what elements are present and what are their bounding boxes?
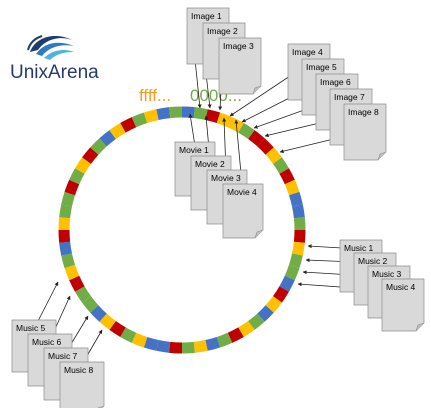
document-label: Music 6 <box>32 337 62 347</box>
ring-segment <box>238 320 255 337</box>
ring-segment <box>193 107 208 120</box>
ring-segment <box>205 336 221 351</box>
document-label: Image 5 <box>306 62 337 72</box>
document-movie-4: Movie 4 <box>222 183 264 239</box>
ring-segment <box>284 264 300 281</box>
document-label: Music 7 <box>48 351 78 361</box>
ring-segment <box>248 130 265 147</box>
ring-segment <box>59 204 72 219</box>
document-label: Music 4 <box>386 282 416 292</box>
document-label: Image 3 <box>223 41 254 51</box>
ring-segment <box>284 179 300 196</box>
ring-start-label: ffff... <box>139 86 171 105</box>
ring-segment <box>248 313 265 330</box>
ring-segment <box>131 332 148 348</box>
ring-segment <box>64 179 80 196</box>
ring-segment <box>82 147 99 164</box>
document-music-8: Music 8 <box>59 361 105 408</box>
ring-segment <box>59 241 72 256</box>
document-label: Music 1 <box>344 243 374 253</box>
ring-segment <box>181 106 195 119</box>
hash-ring <box>58 106 306 354</box>
ring-segment <box>58 229 71 243</box>
ring-segment <box>227 327 244 343</box>
ring-segment <box>156 340 171 353</box>
ring-segment <box>99 130 116 147</box>
ring-segment <box>216 332 233 348</box>
ring-segment <box>193 340 208 353</box>
ring-segment <box>227 117 244 133</box>
ring-segment <box>61 191 76 207</box>
ring-segment <box>156 107 171 120</box>
document-label: Music 2 <box>358 256 388 266</box>
document-label: Movie 4 <box>227 187 257 197</box>
ring-segment <box>90 138 107 155</box>
document-label: Image 7 <box>334 92 365 102</box>
ring-segment <box>205 109 221 124</box>
unixarena-logo: UnixArena <box>10 35 99 83</box>
ring-segment <box>120 117 137 133</box>
document-label: Image 8 <box>348 107 379 117</box>
ring-segment <box>292 204 305 219</box>
ring-segment <box>272 286 289 303</box>
document-label: Music 5 <box>16 323 46 333</box>
ring-segment <box>288 191 303 207</box>
ring-segment <box>109 320 126 337</box>
ring-segment <box>279 168 295 185</box>
ring-segment <box>257 138 274 155</box>
document-stacks: Image 1 Image 2 Image 3 Image 4 Image 5 Image… <box>11 7 425 408</box>
ring-segment <box>90 305 107 322</box>
ring-segment <box>82 296 99 313</box>
ring-segment <box>169 106 183 119</box>
ring-segment <box>265 147 282 164</box>
ring-segment <box>293 217 306 231</box>
document-label: Music 8 <box>64 365 94 375</box>
ring-segment <box>292 241 305 256</box>
arrow-music-5 <box>35 281 59 326</box>
document-music-4: Music 4 <box>381 278 425 332</box>
document-label: Image 4 <box>292 47 323 57</box>
ring-segment <box>257 305 274 322</box>
document-label: Image 6 <box>320 77 351 87</box>
ring-segment <box>120 327 137 343</box>
ring-segment <box>69 168 85 185</box>
logo-text: UnixArena <box>10 62 99 83</box>
document-label: Movie 2 <box>195 159 225 169</box>
arrow-music-1 <box>307 244 343 249</box>
ring-segment <box>99 313 116 330</box>
ring-segment <box>272 157 289 174</box>
ring-segment <box>169 341 183 354</box>
ring-segment <box>131 112 148 128</box>
arrow-movie-1 <box>188 113 196 147</box>
ring-segment <box>293 229 306 243</box>
ring-segment <box>279 275 295 292</box>
document-label: Music 3 <box>372 269 402 279</box>
document-label: Movie 3 <box>211 173 241 183</box>
document-image-3: Image 3 <box>218 37 262 95</box>
ring-segment <box>288 253 303 269</box>
ring-segment <box>64 264 80 281</box>
document-label: Image 2 <box>207 26 238 36</box>
document-image-8: Image 8 <box>343 103 387 161</box>
ring-segment <box>265 296 282 313</box>
ring-segment <box>109 123 126 140</box>
ring-segment <box>143 109 159 124</box>
ring-segment <box>61 253 76 269</box>
document-label: Movie 1 <box>179 145 209 155</box>
ring-segment <box>58 217 71 231</box>
ring-segment <box>181 341 195 354</box>
ring-segment <box>143 336 159 351</box>
ring-segment <box>69 275 85 292</box>
ring-segment <box>75 157 92 174</box>
document-label: Image 1 <box>191 11 222 21</box>
logo-swoosh-icon <box>27 35 74 60</box>
ring-segment <box>75 286 92 303</box>
ring-segment <box>238 123 255 140</box>
arrow-image-4 <box>229 75 291 117</box>
